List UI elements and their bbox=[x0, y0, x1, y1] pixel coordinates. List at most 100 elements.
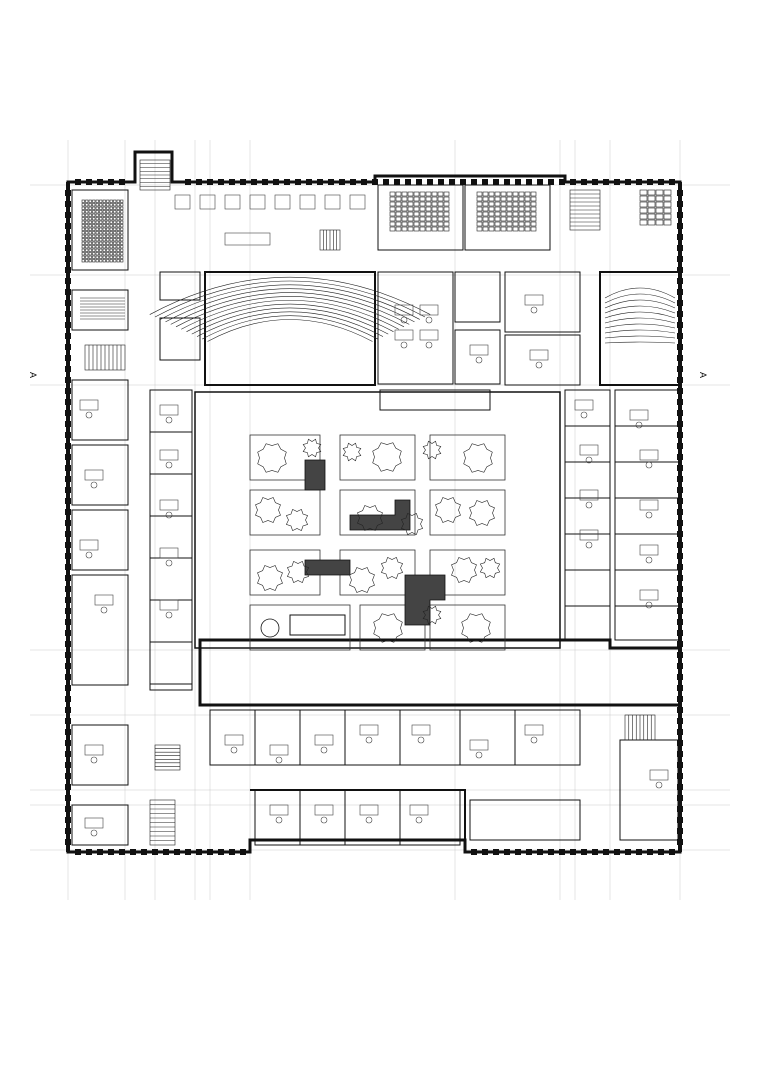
seat bbox=[419, 201, 426, 207]
seat bbox=[95, 199, 99, 203]
seat bbox=[425, 216, 432, 222]
facade-pier bbox=[65, 674, 71, 680]
seat bbox=[647, 189, 656, 196]
planter bbox=[429, 604, 506, 651]
fountain bbox=[260, 618, 280, 638]
facade-pier bbox=[65, 190, 71, 196]
desk bbox=[529, 349, 549, 361]
seat bbox=[407, 206, 414, 212]
seat bbox=[88, 220, 92, 224]
seat bbox=[109, 220, 113, 224]
seat bbox=[116, 248, 120, 252]
seat bbox=[488, 211, 495, 217]
seat bbox=[512, 191, 519, 197]
facade-pier bbox=[65, 388, 71, 394]
planter bbox=[249, 434, 321, 481]
seat bbox=[431, 206, 438, 212]
planter bbox=[429, 489, 506, 536]
facade-pier bbox=[196, 179, 202, 185]
seat bbox=[85, 203, 89, 207]
seat bbox=[530, 201, 537, 207]
facade-pier bbox=[65, 707, 71, 713]
seat bbox=[113, 234, 117, 238]
section-mark-left: A bbox=[28, 370, 38, 380]
seat bbox=[639, 219, 648, 226]
facade-pier bbox=[65, 553, 71, 559]
seat bbox=[88, 213, 92, 217]
desk bbox=[359, 804, 379, 816]
seat bbox=[102, 227, 106, 231]
chair bbox=[275, 756, 283, 764]
chair bbox=[425, 316, 433, 324]
facade-pier bbox=[163, 849, 169, 855]
seat bbox=[99, 259, 103, 263]
seat bbox=[106, 224, 110, 228]
office-south bbox=[344, 789, 401, 846]
seat bbox=[113, 224, 117, 228]
facade-pier bbox=[647, 849, 653, 855]
seat bbox=[431, 216, 438, 222]
chair bbox=[365, 816, 373, 824]
seat bbox=[120, 217, 124, 221]
tree bbox=[463, 443, 493, 473]
facade-pier bbox=[570, 179, 576, 185]
seat bbox=[81, 203, 85, 207]
seat bbox=[88, 227, 92, 231]
facade-pier bbox=[548, 179, 554, 185]
chair bbox=[100, 606, 108, 614]
seat bbox=[506, 196, 513, 202]
seat bbox=[425, 201, 432, 207]
seat bbox=[106, 231, 110, 235]
seat bbox=[92, 252, 96, 256]
facade-pier bbox=[372, 179, 378, 185]
seat bbox=[407, 201, 414, 207]
seat bbox=[81, 234, 85, 238]
seat bbox=[99, 210, 103, 214]
facade-pier bbox=[65, 663, 71, 669]
seat bbox=[443, 206, 450, 212]
chair bbox=[275, 816, 283, 824]
water-feature bbox=[289, 614, 346, 636]
chair bbox=[475, 751, 483, 759]
facade-pier bbox=[625, 849, 631, 855]
facade-pier bbox=[515, 849, 521, 855]
desk bbox=[649, 769, 669, 781]
seat bbox=[92, 227, 96, 231]
chair bbox=[230, 746, 238, 754]
tree bbox=[422, 440, 442, 460]
seat bbox=[102, 206, 106, 210]
facade-pier bbox=[625, 179, 631, 185]
seat bbox=[88, 206, 92, 210]
desk bbox=[224, 194, 241, 210]
seat-row bbox=[207, 319, 373, 342]
desk bbox=[84, 744, 104, 756]
chair bbox=[645, 511, 653, 519]
facade-pier bbox=[207, 849, 213, 855]
desk bbox=[639, 589, 659, 601]
facade-pier bbox=[65, 729, 71, 735]
facade-pier bbox=[65, 212, 71, 218]
seat bbox=[99, 238, 103, 242]
seat-row bbox=[202, 315, 378, 340]
seat bbox=[99, 203, 103, 207]
desk bbox=[524, 724, 544, 736]
seat bbox=[102, 224, 106, 228]
office bbox=[71, 444, 129, 506]
office bbox=[71, 509, 129, 571]
office bbox=[71, 724, 129, 786]
seat bbox=[92, 241, 96, 245]
seat bbox=[494, 206, 501, 212]
seat bbox=[109, 199, 113, 203]
seat bbox=[120, 231, 124, 235]
desk bbox=[84, 817, 104, 829]
seat bbox=[92, 210, 96, 214]
planter bbox=[359, 604, 426, 651]
seat bbox=[85, 252, 89, 256]
seat bbox=[88, 245, 92, 249]
seat bbox=[413, 191, 420, 197]
seat bbox=[401, 206, 408, 212]
seat bbox=[395, 211, 402, 217]
seat-row bbox=[160, 284, 420, 320]
planter bbox=[339, 489, 416, 536]
seat bbox=[431, 221, 438, 227]
